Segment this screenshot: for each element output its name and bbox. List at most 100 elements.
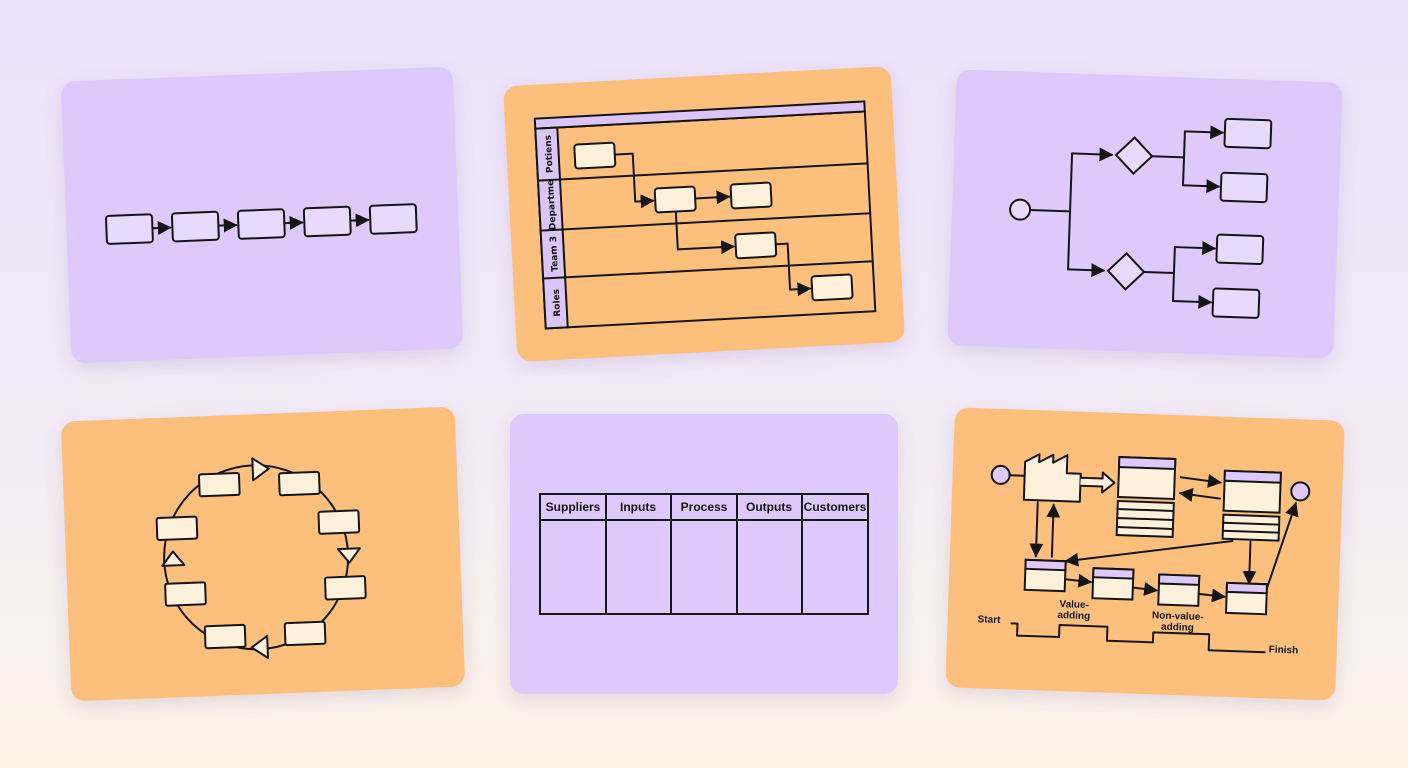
vsm-data-box-2-row-1	[1222, 521, 1281, 526]
lane-label-3: Team 3	[549, 236, 561, 272]
swimlane-top-header	[533, 100, 866, 130]
swimlane-connector-2	[694, 190, 731, 205]
sipoc-diagram: Suppliers Inputs Process Outputs Custome…	[539, 493, 869, 615]
vsm-start-label: Start	[977, 614, 1001, 626]
vsm-data-box-1-row-2	[1116, 517, 1175, 521]
decision-1-split	[1151, 130, 1186, 187]
vsm-factory-up-arrow	[1046, 503, 1061, 558]
swimlane-task-5	[810, 273, 854, 302]
cycle-direction-arrow-bottom	[250, 634, 269, 659]
cycle-direction-arrow-top	[251, 457, 270, 482]
lane-divider-3	[542, 260, 874, 280]
swimlane-connector-4	[774, 242, 812, 297]
flow-step-4	[302, 205, 352, 238]
sipoc-header-inputs: Inputs	[620, 500, 656, 514]
lane-label-4: Roles	[552, 289, 563, 317]
decision-outcome-4	[1211, 287, 1261, 319]
decision-2-split	[1142, 246, 1176, 303]
lane-label-1: Potiens	[544, 135, 556, 174]
sipoc-header-outputs: Outputs	[746, 500, 792, 514]
lane-divider-2	[539, 212, 872, 232]
cycle-step-6	[203, 623, 247, 650]
vsm-process-3-header	[1157, 573, 1201, 586]
vsm-info-box-2-header	[1223, 469, 1282, 484]
flow-step-1	[105, 213, 154, 245]
sipoc-card: Suppliers Inputs Process Outputs Custome…	[510, 414, 898, 694]
flow-step-2	[170, 210, 220, 243]
decision-1-out-a	[1183, 125, 1225, 140]
vsm-push-arrow	[1080, 471, 1116, 494]
cycle-step-8	[155, 515, 199, 541]
vsm-end-arrow	[1265, 501, 1299, 590]
decision-trunk	[1029, 152, 1074, 271]
value-stream-map-diagram: Start Finish Value- adding Non-value- ad…	[977, 453, 1311, 656]
vsm-process-arrow-2	[1131, 581, 1159, 596]
vsm-data-box-1-row-3	[1115, 526, 1174, 530]
cycle-diagram	[155, 457, 367, 659]
vsm-start-node	[990, 464, 1011, 485]
decision-branch-top	[1071, 147, 1114, 162]
sipoc-header-customers: Customers	[804, 500, 867, 514]
vsm-info-down-arrow	[1242, 540, 1257, 586]
vsm-feedback-arrow	[1064, 540, 1234, 567]
flow-arrow-3	[283, 215, 304, 230]
vsm-process-4-header	[1225, 581, 1269, 595]
vsm-value-adding-label-2: adding	[1057, 610, 1090, 622]
decision-outcome-1	[1223, 117, 1273, 150]
decision-branch-bottom	[1067, 263, 1106, 278]
decision-tree-card	[947, 69, 1343, 359]
vsm-process-1-header	[1024, 558, 1067, 572]
swimlane-card: Potiens Departme Team 3 Roles	[503, 66, 905, 362]
lane-label-2: Departme	[546, 180, 559, 231]
cycle-direction-arrow-right	[336, 547, 361, 564]
vsm-data-box-1-row-1	[1116, 508, 1175, 512]
cycle-step-2	[277, 470, 321, 497]
sipoc-header-suppliers: Suppliers	[546, 500, 601, 514]
cycle-diagram-card	[60, 406, 466, 702]
vsm-data-box-2-row-2	[1221, 529, 1280, 534]
cycle-step-7	[164, 581, 207, 607]
vsm-info-box-1-header	[1117, 456, 1177, 471]
vsm-timeline	[1010, 622, 1266, 654]
decision-start-node	[1009, 198, 1032, 221]
flow-arrow-1	[151, 221, 172, 236]
vsm-process-arrow-3	[1197, 588, 1226, 603]
vsm-finish-label: Finish	[1269, 644, 1299, 656]
cycle-step-1	[197, 471, 241, 498]
vsm-process-arrow-1	[1064, 573, 1093, 588]
decision-outcome-2	[1219, 171, 1269, 204]
vsm-end-node	[1290, 481, 1311, 502]
decision-outcome-3	[1215, 233, 1265, 266]
swimlane-connector-3	[674, 210, 736, 255]
vsm-factory-icon	[1022, 453, 1082, 503]
cycle-direction-arrow-left	[161, 550, 186, 567]
sipoc-header-process: Process	[681, 500, 728, 514]
flow-step-5	[368, 203, 418, 235]
swimlane-task-2	[653, 185, 697, 214]
cycle-step-5	[283, 620, 327, 647]
swimlane-connector-1	[613, 152, 655, 209]
linear-flowchart-card	[60, 66, 464, 364]
decision-diamond-2	[1106, 251, 1146, 291]
cycle-step-4	[324, 575, 367, 601]
vsm-info-arrow-left	[1178, 487, 1221, 502]
swimlane-diagram: Potiens Departme Team 3 Roles	[533, 100, 877, 330]
decision-tree-diagram	[1009, 117, 1273, 319]
vsm-factory-down-arrow	[1029, 501, 1044, 558]
vsm-non-value-adding-label-2: adding	[1161, 622, 1194, 634]
vsm-info-arrow-right	[1179, 473, 1222, 488]
decision-1-out-b	[1182, 179, 1221, 194]
decision-diamond-1	[1114, 136, 1154, 175]
vsm-data-box-2	[1221, 513, 1281, 542]
linear-flowchart-diagram	[105, 203, 418, 245]
decision-2-out-a	[1173, 241, 1217, 256]
flow-arrow-2	[217, 218, 238, 233]
vsm-start-link	[1008, 474, 1026, 477]
flow-arrow-4	[349, 213, 370, 228]
swimlane-task-3	[729, 181, 773, 210]
cycle-step-3	[317, 509, 361, 535]
flow-step-3	[236, 208, 286, 240]
swimlane-task-4	[734, 231, 778, 260]
vsm-value-adding-label-1: Value-	[1059, 599, 1089, 611]
sipoc-table-frame	[539, 493, 869, 615]
